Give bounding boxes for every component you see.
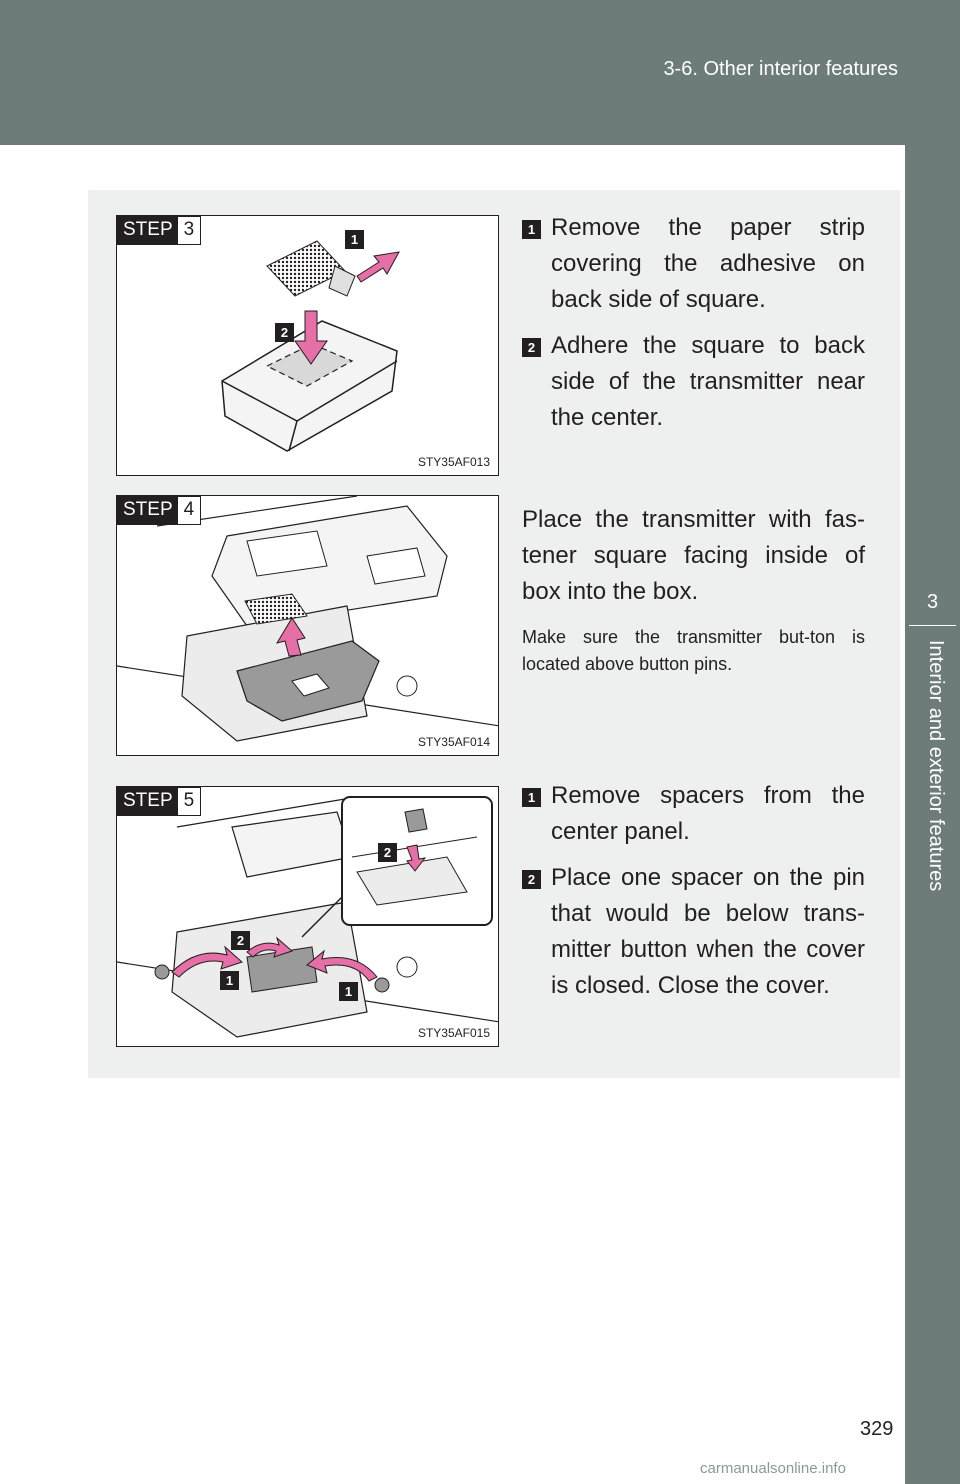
callout-1-right: 1 [339, 982, 358, 1001]
item-text: Place one spacer on the pin that would b… [551, 864, 865, 999]
figure-code: STY35AF013 [418, 455, 490, 469]
step5-text: 1 Remove spacers from the center panel. … [522, 778, 865, 1014]
step4-illustration [117, 496, 499, 756]
step3-text: 1 Remove the paper strip covering the ad… [522, 210, 865, 446]
side-divider [909, 625, 956, 626]
step-number: 4 [178, 497, 201, 524]
chapter-side-tab: 3 Interior and exterior features [905, 145, 960, 1484]
step5-item-2: 2 Place one spacer on the pin that would… [522, 860, 865, 1004]
page-header: 3-6. Other interior features [0, 0, 960, 145]
step-number: 5 [178, 788, 201, 815]
callout-2: 2 [275, 323, 294, 342]
step3-illustration [117, 216, 499, 476]
item-text: Remove spacers from the center panel. [551, 782, 865, 845]
item-number-badge: 1 [522, 788, 541, 807]
chapter-number: 3 [905, 591, 960, 614]
step5-illustration [117, 787, 499, 1047]
callout-1: 1 [345, 230, 364, 249]
page-number: 329 [860, 1418, 893, 1441]
callout-2: 2 [231, 931, 250, 950]
step4-figure: STEP 4 STY35AF014 [116, 495, 499, 756]
callout-2-inset: 2 [378, 843, 397, 862]
step-number: 3 [178, 217, 201, 244]
step4-note: Make sure the transmitter but-ton is loc… [522, 624, 865, 678]
up-right-arrow [357, 252, 399, 282]
step-word: STEP [118, 217, 178, 244]
figure-code: STY35AF015 [418, 1026, 490, 1040]
step-badge: STEP 5 [117, 787, 201, 816]
step3-figure: STEP 3 1 2 STY35AF013 [116, 215, 499, 476]
item-number-badge: 2 [522, 338, 541, 357]
step-badge: STEP 4 [117, 496, 201, 525]
step5-item-1: 1 Remove spacers from the center panel. [522, 778, 865, 850]
step-word: STEP [118, 788, 178, 815]
item-text: Remove the paper strip covering the adhe… [551, 214, 865, 313]
callout-1-left: 1 [220, 971, 239, 990]
step4-paragraph: Place the transmitter with fas-tener squ… [522, 502, 865, 610]
item-number-badge: 2 [522, 870, 541, 889]
figure-code: STY35AF014 [418, 735, 490, 749]
chapter-label: Interior and exterior features [919, 640, 947, 891]
item-text: Adhere the square to back side of the tr… [551, 332, 865, 431]
step5-figure: STEP 5 2 2 1 1 STY35AF015 [116, 786, 499, 1047]
step4-text: Place the transmitter with fas-tener squ… [522, 502, 865, 678]
step-word: STEP [118, 497, 178, 524]
section-title: 3-6. Other interior features [663, 58, 898, 81]
step3-item-1: 1 Remove the paper strip covering the ad… [522, 210, 865, 318]
step-badge: STEP 3 [117, 216, 201, 245]
watermark: carmanualsonline.info [700, 1460, 846, 1477]
item-number-badge: 1 [522, 220, 541, 239]
step3-item-2: 2 Adhere the square to back side of the … [522, 328, 865, 436]
